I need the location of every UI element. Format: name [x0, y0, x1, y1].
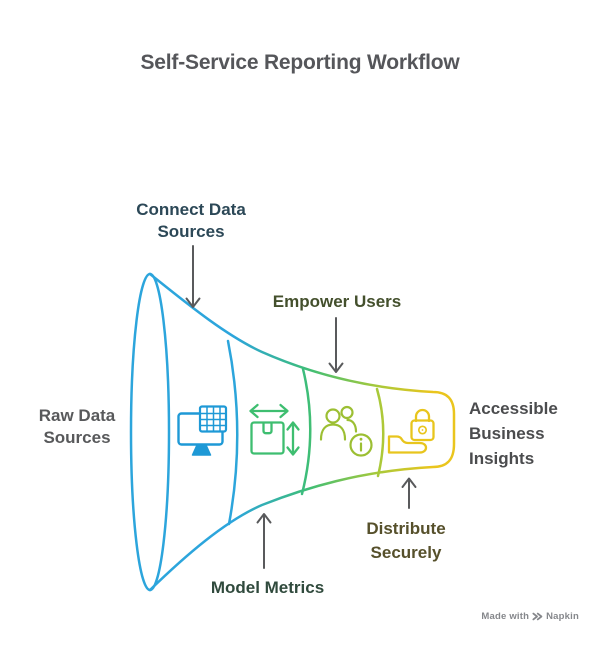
front-user-torso [319, 423, 347, 441]
front-user-head [325, 408, 341, 424]
stage-label-connect-data-sources: Connect Data Sources [136, 200, 246, 241]
height-arrowhead-top [286, 421, 300, 431]
back-user-head [340, 405, 354, 420]
box-flap [262, 421, 273, 435]
distribute-arrow [401, 477, 417, 509]
diagram-title: Self-Service Reporting Workflow [140, 51, 460, 74]
napkin-logo-icon [532, 612, 543, 621]
stage-label-model-metrics: Model Metrics [210, 578, 325, 597]
stage-label-distribute-securely: Distribute Securely [366, 519, 446, 562]
spreadsheet-grid [199, 406, 227, 432]
empower-arrow [328, 317, 344, 373]
hand [387, 435, 428, 454]
lock-body [410, 419, 435, 442]
height-arrowhead-bottom [286, 446, 300, 456]
lock-keyhole-dot [421, 429, 424, 431]
monitor-stand [191, 444, 212, 456]
width-arrowhead-right [279, 403, 289, 419]
back-user-torso [346, 418, 358, 433]
box-dimensions-icon [249, 403, 300, 456]
watermark-brand: Napkin [546, 611, 579, 622]
hand-lock-icon [387, 408, 435, 454]
users-info-icon [319, 405, 373, 457]
lock-keyhole [417, 425, 428, 435]
width-arrowhead-left [249, 403, 259, 419]
funnel-output-label: Accessible Business Insights [469, 399, 558, 468]
stage-divider-2 [300, 367, 312, 496]
funnel-outline [129, 272, 456, 592]
watermark: Made with Napkin [481, 611, 579, 622]
monitor-spreadsheet-icon [177, 405, 228, 456]
lock-shackle [414, 408, 431, 423]
watermark-prefix: Made with [481, 611, 530, 622]
stage-label-empower-users: Empower Users [272, 292, 402, 311]
stage-divider-3 [375, 387, 385, 478]
info-dot [359, 437, 363, 441]
funnel-input-label: Raw Data Sources [38, 406, 116, 447]
funnel-mouth-ellipse [129, 272, 171, 592]
model-metrics-arrow [256, 513, 272, 569]
funnel-body-outline [148, 272, 456, 592]
annotation-arrows [185, 245, 417, 569]
stage-divider-1 [226, 339, 239, 526]
connect-arrow [185, 245, 201, 308]
box-body [250, 421, 285, 455]
